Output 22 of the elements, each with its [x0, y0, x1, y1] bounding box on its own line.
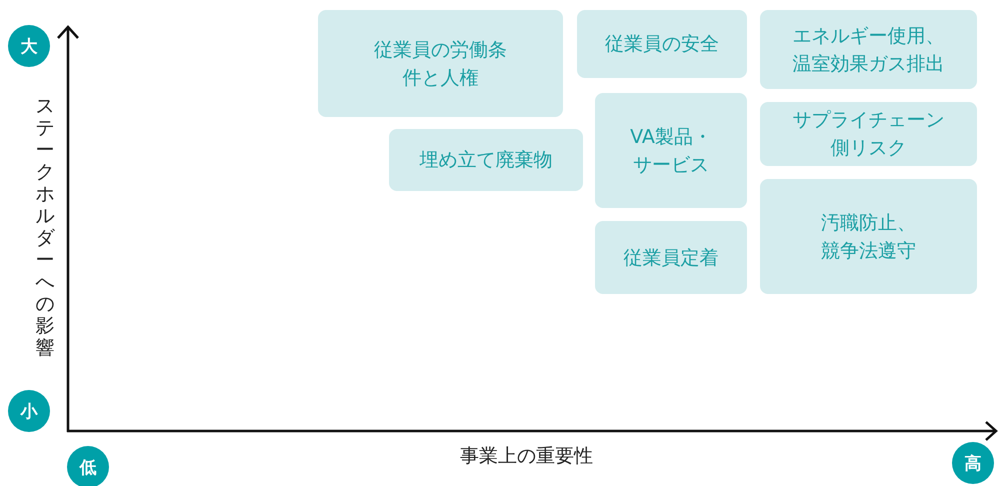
topic-text: サプライチェーン側リスク: [792, 108, 946, 161]
scale-badge: 高: [952, 442, 994, 484]
topic-box: [760, 102, 977, 166]
topic-text: VA製品・サービス: [629, 124, 713, 178]
topic-box: [760, 10, 977, 89]
axis-title: 事業上の重要性: [460, 444, 593, 469]
scale-badge: 大: [8, 25, 50, 67]
topic-text: 汚職防止、競争法遵守: [820, 210, 917, 264]
scale-badge: 低: [67, 446, 109, 486]
topic-text: 埋め立て廃棄物: [418, 148, 554, 173]
topic-text: 従業員の労働条件と人権: [373, 38, 508, 90]
topic-box: [318, 10, 563, 117]
topic-text: 従業員の安全: [604, 32, 720, 57]
topic-text: エネルギー使用、温室効果ガス排出: [792, 24, 946, 76]
topic-box: [595, 93, 747, 208]
topic-text: 従業員定着: [622, 246, 720, 270]
topic-box: [389, 129, 583, 191]
scale-badge: 小: [8, 390, 50, 432]
topic-box: [577, 10, 747, 78]
topic-box: [760, 179, 977, 294]
axis-title: ステークホルダーへの影響: [35, 95, 55, 359]
topic-box: [595, 221, 747, 294]
